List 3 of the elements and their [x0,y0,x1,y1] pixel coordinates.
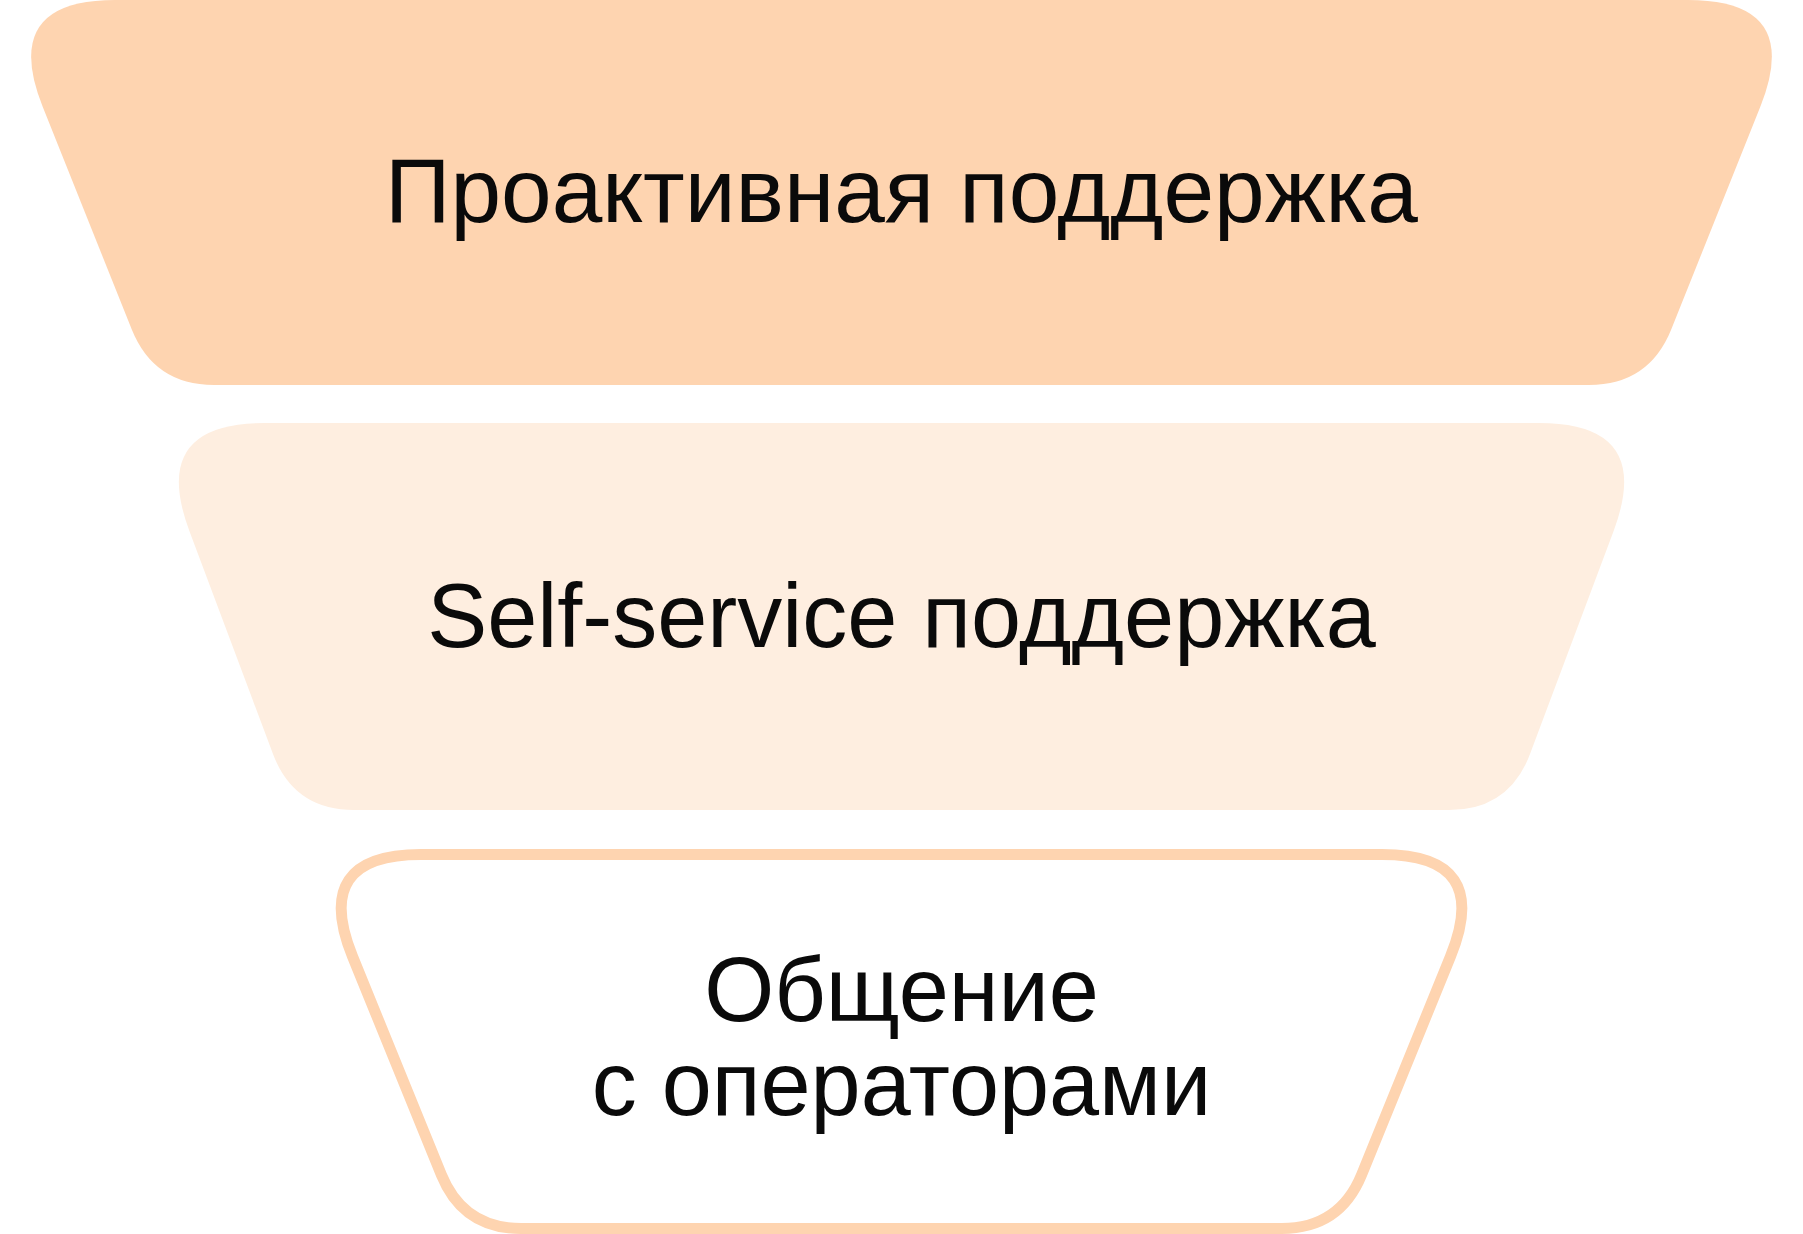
stage-label: Self-service поддержка [427,569,1376,664]
stage-label: Проактивная поддержка [385,142,1418,239]
stage-label: Общение с операторами [590,943,1213,1132]
